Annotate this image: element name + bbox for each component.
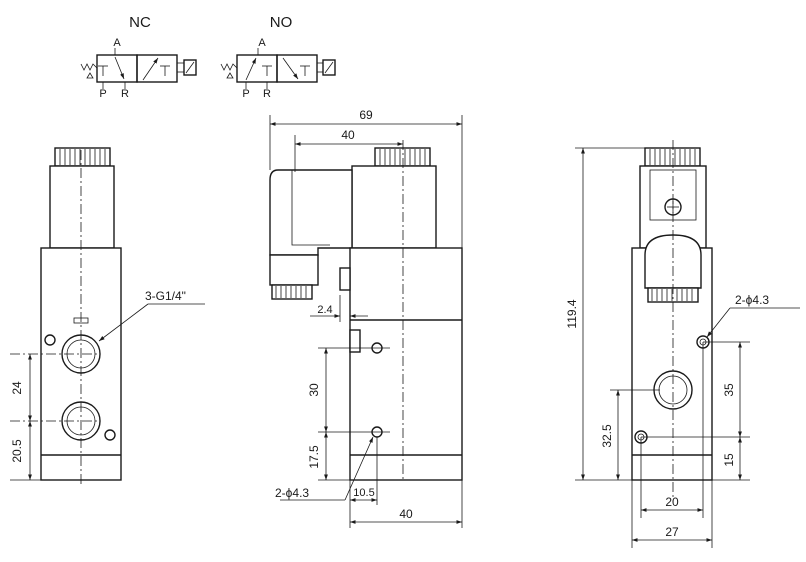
no-title: NO bbox=[270, 14, 293, 31]
side-pilot-port bbox=[349, 329, 361, 353]
svg-text:2.4: 2.4 bbox=[317, 304, 332, 316]
no-solenoid-icon bbox=[322, 59, 336, 76]
no-box-right bbox=[276, 54, 318, 83]
nc-spring-icon bbox=[80, 63, 98, 71]
nc-title: NC bbox=[129, 14, 151, 31]
front-port-upper bbox=[61, 334, 101, 374]
rear-hole-leader bbox=[706, 307, 731, 338]
no-flow-arrow-2 bbox=[282, 57, 299, 80]
rear-hole-label: 2-ϕ4.3 bbox=[735, 293, 769, 307]
side-knurled-nut bbox=[374, 147, 431, 167]
side-connector-cap bbox=[269, 254, 319, 286]
svg-text:119.4: 119.4 bbox=[565, 299, 579, 328]
rear-knurled-nut bbox=[644, 147, 701, 167]
svg-text:20.5: 20.5 bbox=[10, 439, 24, 463]
svg-text:69: 69 bbox=[359, 108, 373, 122]
no-exhaust-triangle-icon bbox=[226, 72, 234, 79]
svg-text:15: 15 bbox=[722, 453, 736, 467]
nc-flow-arrow-2 bbox=[142, 57, 159, 81]
nc-exhaust-triangle-icon bbox=[86, 72, 94, 79]
side-coil bbox=[351, 165, 437, 249]
side-connector-plug bbox=[269, 169, 353, 256]
front-thread-leader bbox=[98, 303, 149, 342]
front-mount-hole-upper bbox=[44, 334, 56, 346]
side-manual-override bbox=[339, 267, 351, 291]
front-port-lower bbox=[61, 401, 101, 441]
side-view: 69 40 2.4 30 17.5 2-ϕ4.3 10.5 40 bbox=[269, 108, 463, 528]
svg-text:10.5: 10.5 bbox=[353, 487, 374, 499]
side-valve-body bbox=[349, 247, 463, 481]
front-thread-label: 3-G1/4" bbox=[145, 289, 186, 303]
svg-text:30: 30 bbox=[307, 383, 321, 397]
side-cable-gland bbox=[271, 284, 313, 300]
svg-text:17.5: 17.5 bbox=[307, 445, 321, 469]
front-knurled-nut bbox=[54, 147, 111, 167]
svg-text:24: 24 bbox=[10, 381, 24, 395]
nc-box-right bbox=[136, 54, 178, 83]
front-coil bbox=[49, 165, 115, 249]
no-box-left bbox=[236, 54, 278, 83]
nc-symbol: NC A P R bbox=[80, 14, 197, 100]
no-spring-icon bbox=[220, 63, 238, 71]
svg-text:32.5: 32.5 bbox=[600, 424, 614, 448]
svg-text:A: A bbox=[113, 37, 121, 49]
svg-text:27: 27 bbox=[665, 525, 679, 539]
svg-text:A: A bbox=[258, 37, 266, 49]
rear-view: 119.4 2-ϕ4.3 35 15 32.5 20 27 bbox=[565, 140, 800, 548]
svg-text:40: 40 bbox=[341, 128, 355, 142]
svg-text:R: R bbox=[121, 88, 129, 100]
svg-text:P: P bbox=[242, 88, 249, 100]
no-flow-arrow bbox=[245, 57, 257, 81]
side-hole-label: 2-ϕ4.3 bbox=[275, 486, 309, 500]
front-view: 24 20.5 3-G1/4" bbox=[10, 147, 205, 485]
no-symbol: NO A P R bbox=[220, 14, 336, 100]
svg-text:20: 20 bbox=[665, 495, 679, 509]
svg-text:P: P bbox=[99, 88, 106, 100]
svg-text:R: R bbox=[263, 88, 271, 100]
svg-text:40: 40 bbox=[399, 507, 413, 521]
nc-flow-arrow bbox=[114, 56, 125, 80]
nc-solenoid-icon bbox=[183, 59, 197, 76]
svg-text:35: 35 bbox=[722, 383, 736, 397]
front-mount-hole-lower bbox=[104, 429, 116, 441]
